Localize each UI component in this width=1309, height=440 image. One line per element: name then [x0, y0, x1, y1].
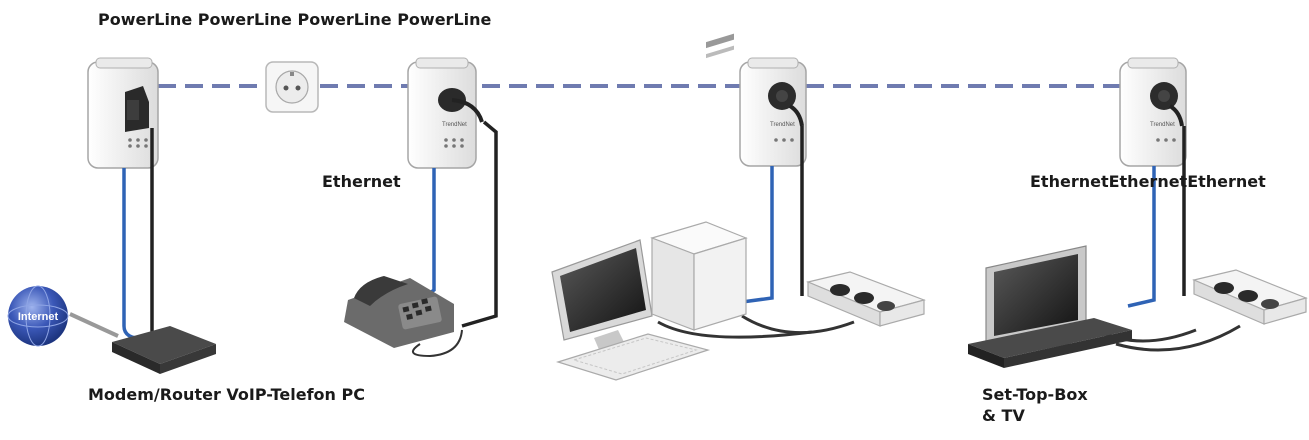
power-cable-pc-tower — [741, 314, 855, 335]
wall-socket — [265, 61, 319, 113]
powerline-adapter-tv: TrendNet — [1119, 57, 1187, 167]
pc-tower — [650, 33, 748, 331]
ethernet-cable-tv — [1127, 166, 1156, 308]
internet-globe-label: Internet — [18, 311, 59, 323]
power-cable-settopbox — [1115, 324, 1241, 352]
ethernet-label: Ethernet — [322, 172, 401, 191]
set-top-box — [968, 318, 1132, 368]
power-strip-pc — [806, 271, 926, 327]
ethernet-triple-label: EthernetEthernetEthernet — [1030, 172, 1266, 191]
pc-monitor — [551, 239, 653, 352]
pc-keyboard — [555, 333, 711, 381]
adapter-brand-label-4: TrendNet — [1150, 122, 1175, 128]
internet-link-cable — [69, 312, 119, 338]
device-names-label: Modem/Router VoIP-Telefon PC — [88, 385, 365, 404]
ethernet-cable-modem — [122, 168, 137, 340]
internet-globe: Internet — [7, 285, 69, 347]
powerline-adapter-pc: TrendNet — [739, 57, 807, 167]
modem-router — [112, 326, 216, 374]
tv-label: & TV — [982, 406, 1025, 425]
powerline-adapter-phone: TrendNet — [407, 57, 484, 169]
power-cable-phone — [461, 120, 498, 328]
adapter-brand-label-2: TrendNet — [442, 122, 467, 128]
television — [985, 245, 1087, 352]
adapter-brand-label-3: TrendNet — [770, 122, 795, 128]
ethernet-cable-phone — [418, 168, 436, 302]
power-strip-tv — [1192, 269, 1308, 325]
voip-phone — [344, 276, 463, 358]
ethernet-cable-pc — [741, 166, 774, 304]
powerline-label: PowerLine PowerLine PowerLine PowerLine — [98, 10, 492, 29]
settop-box-label: Set-Top-Box — [982, 385, 1088, 404]
power-cable-pc-monitor — [657, 320, 813, 339]
powerline-adapter-modem — [87, 57, 159, 169]
